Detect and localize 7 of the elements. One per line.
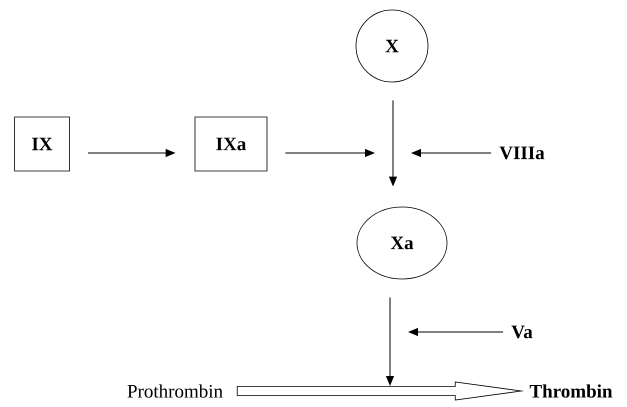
factor-label: Thrombin xyxy=(530,384,612,398)
factor-label: Va xyxy=(511,326,532,338)
factor-box: IX xyxy=(14,116,70,172)
block-arrow xyxy=(236,382,524,400)
factor-label: Prothrombin xyxy=(128,384,223,398)
factor-label: VIIIa xyxy=(500,146,544,160)
factor-box: IXa xyxy=(194,116,268,172)
